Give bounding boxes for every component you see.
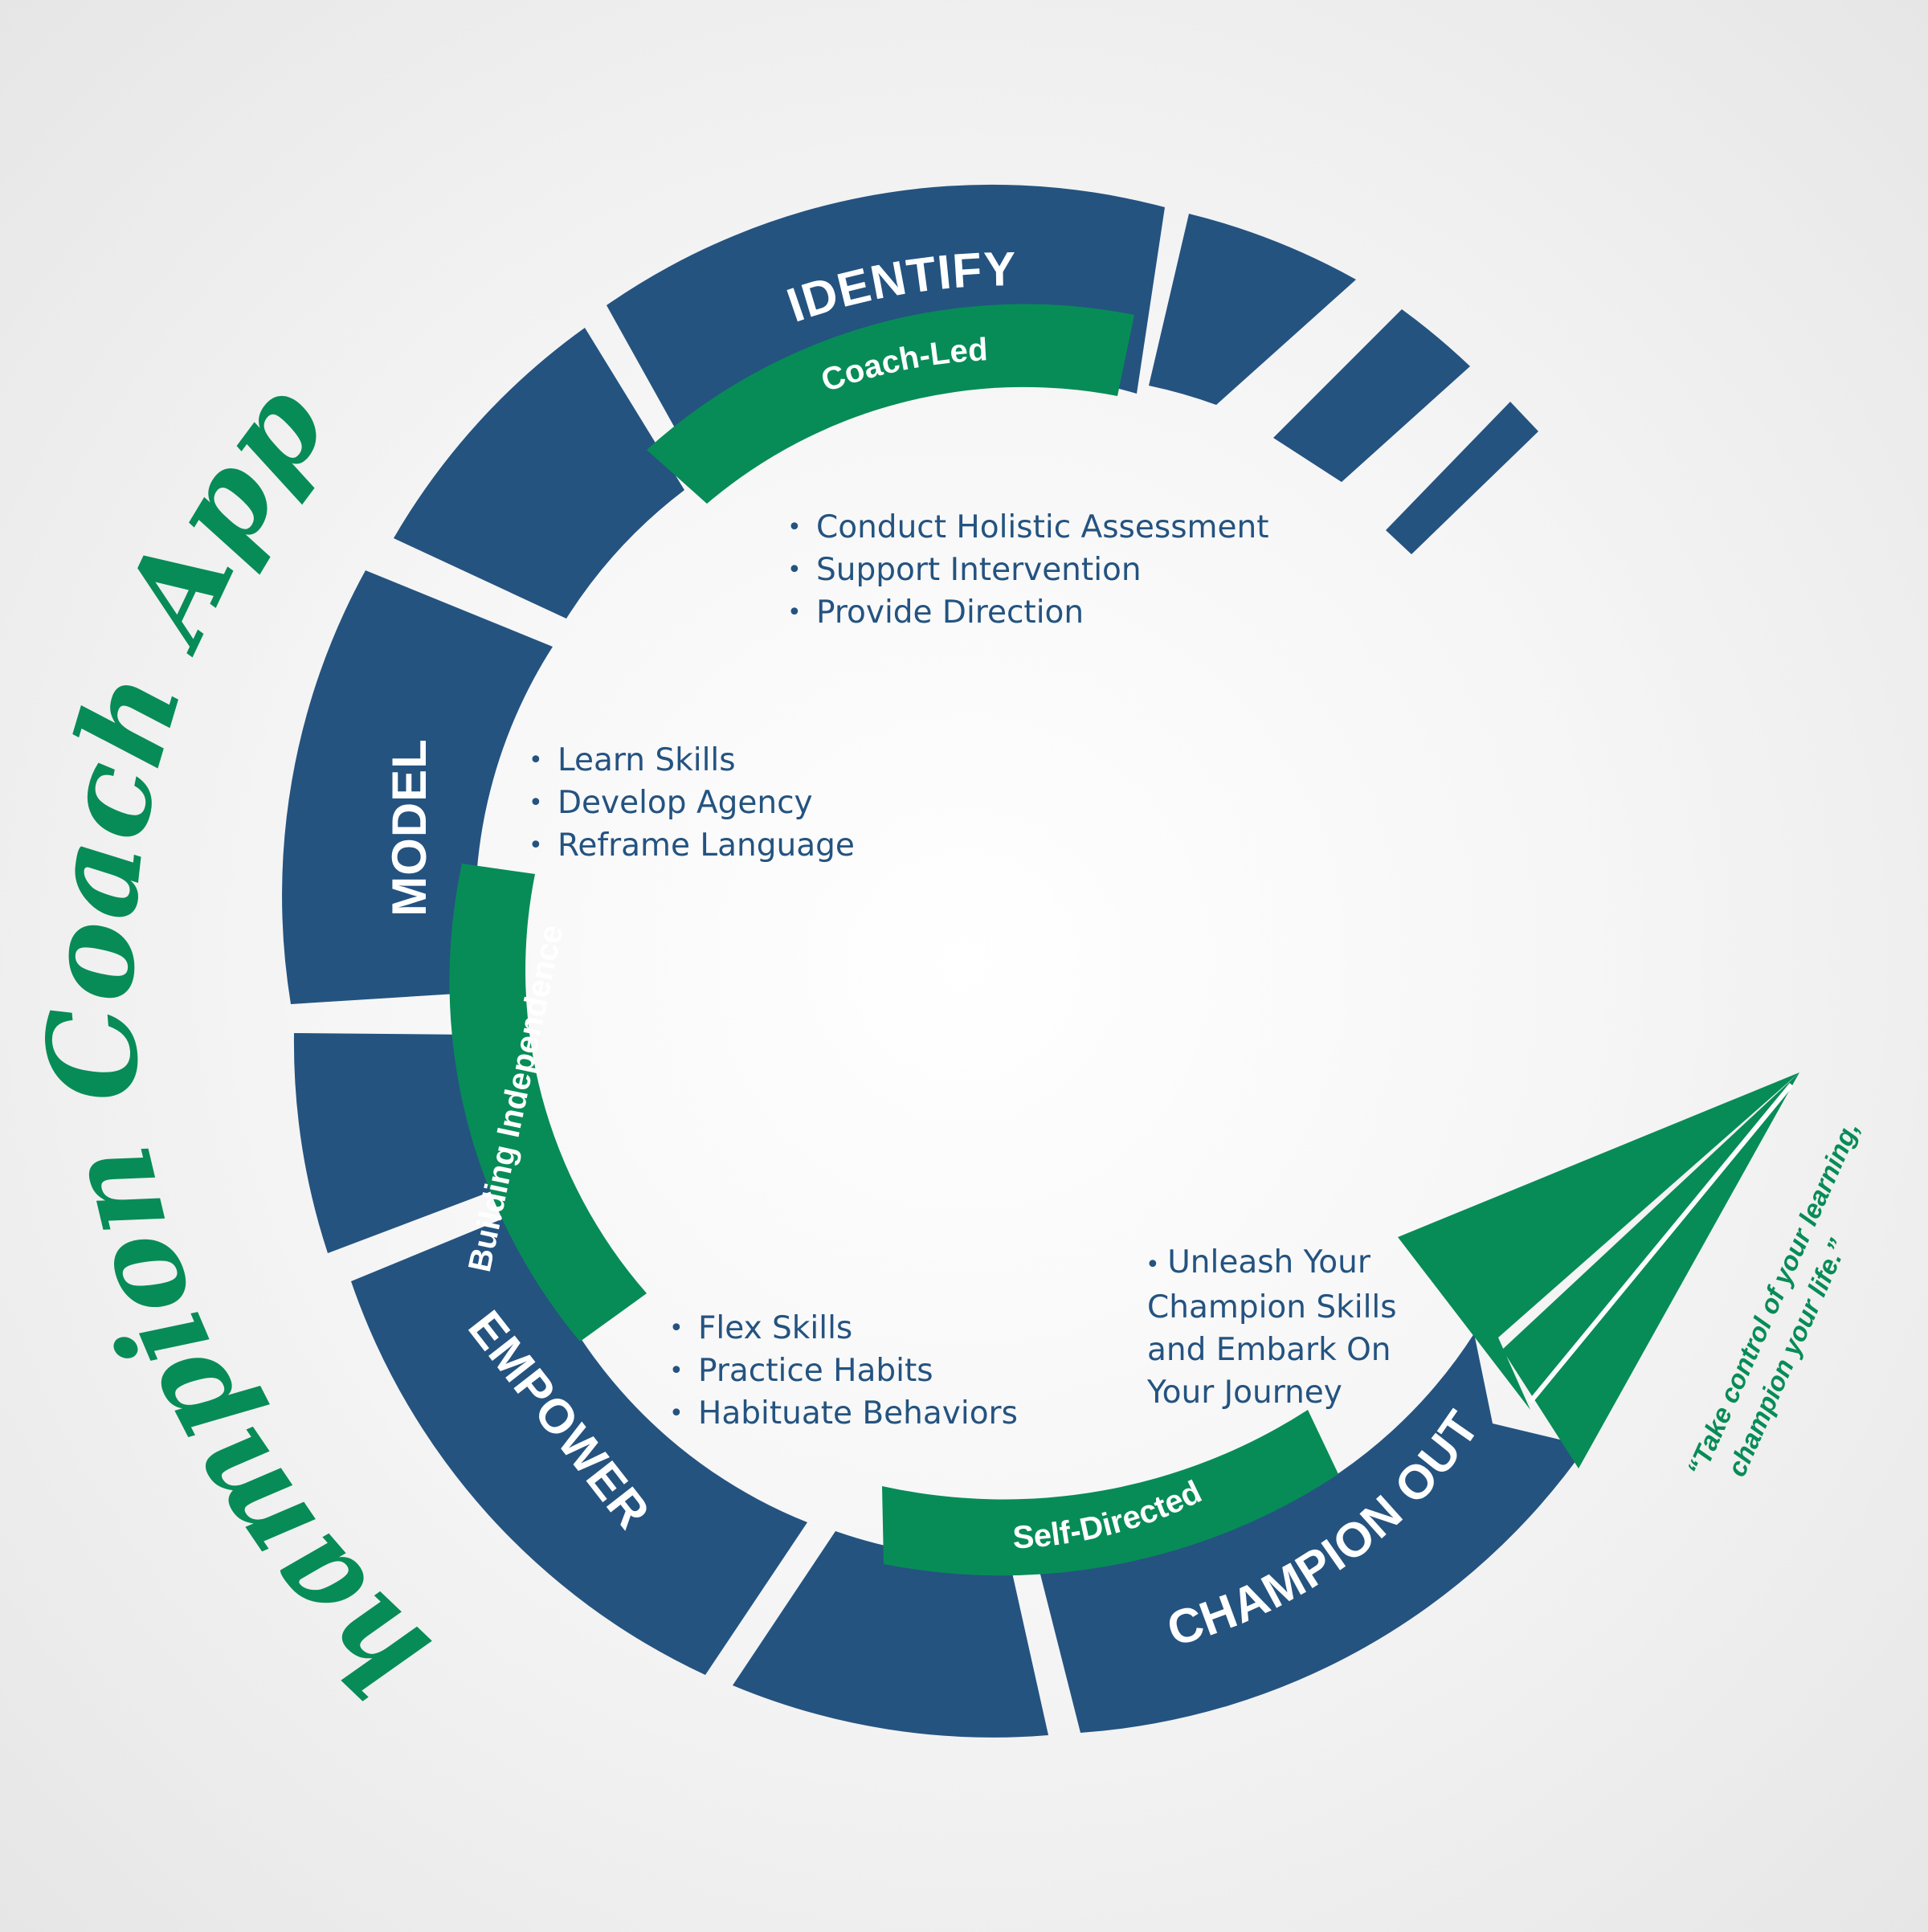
band-coach-led [647, 304, 1134, 504]
model-list: Learn Skills Develop Agency Reframe Lang… [529, 739, 855, 867]
segment-bottom [733, 1531, 1048, 1738]
champion-out-description: Unleash Your Champion Skills and Embark … [1147, 1244, 1397, 1411]
segment-identify-extension [1149, 214, 1356, 405]
champion-out-text: • Unleash Your Champion Skills and Embar… [1146, 1244, 1397, 1411]
segment-upper-left [394, 328, 684, 619]
segment-identify-extension-2 [1273, 309, 1470, 482]
segment-champion-out [1036, 1334, 1587, 1733]
list-item: Reframe Language [529, 824, 855, 867]
list-item: Habituate Behaviors [669, 1392, 1018, 1435]
segment-empower [351, 1211, 807, 1675]
segment-identify-extension-3 [1386, 402, 1538, 554]
green-bands [449, 304, 1338, 1576]
identify-list: Conduct Holistic Assessment Support Inte… [787, 506, 1269, 634]
stage-label-model: MODEL [382, 738, 436, 917]
band-self-directed [882, 1410, 1338, 1576]
list-item: Flex Skills [669, 1307, 1018, 1350]
empower-list: Flex Skills Practice Habits Habituate Be… [669, 1307, 1018, 1435]
list-item: Develop Agency [529, 782, 855, 824]
list-item: Learn Skills [529, 739, 855, 782]
list-item: Practice Habits [669, 1350, 1018, 1392]
paper-plane-icon [1398, 1072, 1799, 1468]
segment-left [293, 1033, 506, 1253]
segment-model [282, 570, 553, 1004]
list-item: Support Intervention [787, 549, 1269, 591]
list-item: Conduct Holistic Assessment [787, 506, 1269, 549]
band-building-independence [449, 864, 647, 1342]
list-item: Provide Direction [787, 591, 1269, 634]
